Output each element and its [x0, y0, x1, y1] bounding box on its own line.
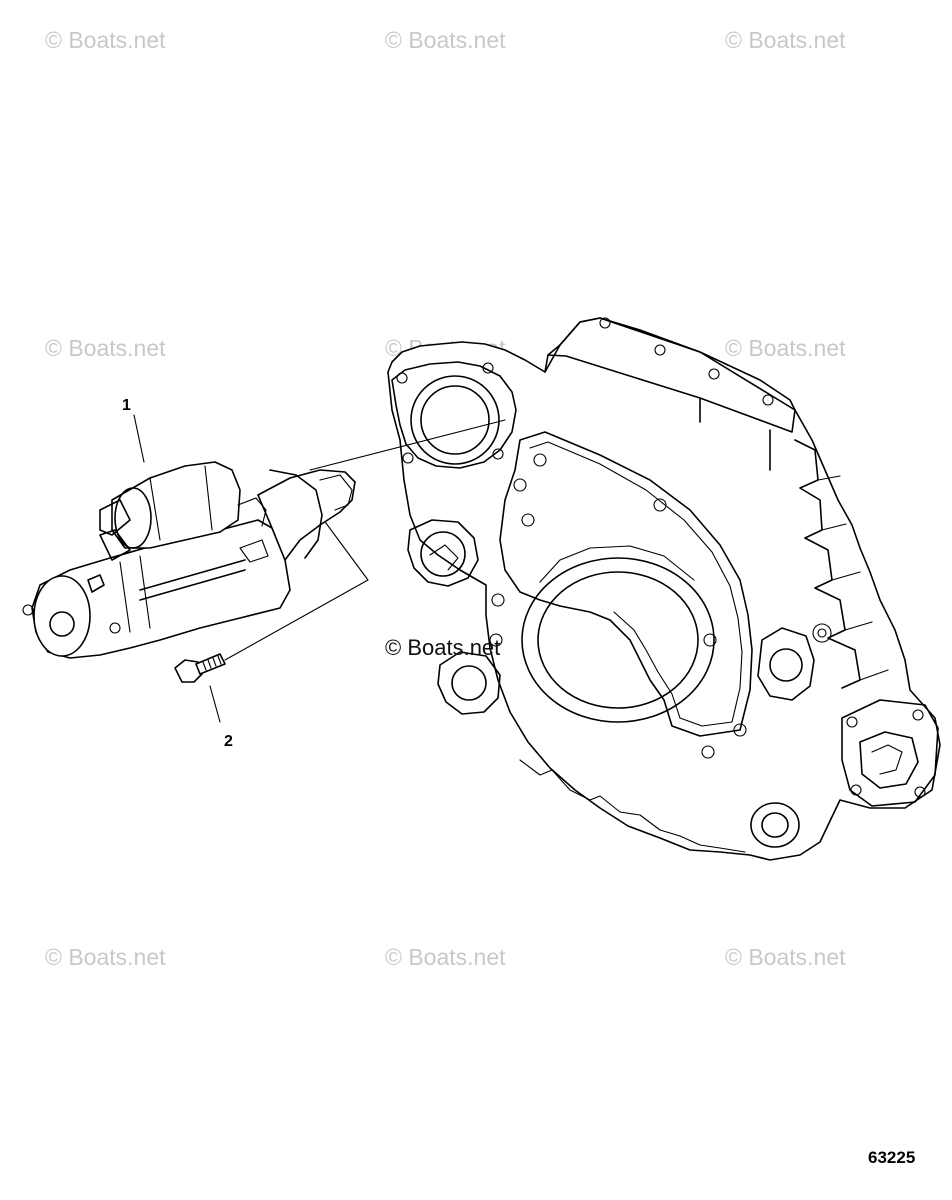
watermark: © Boats.net [725, 335, 846, 361]
callout-leader [209, 685, 221, 723]
watermark: © Boats.net [725, 27, 846, 53]
starter-motor [22, 461, 356, 659]
callout-2: 2 [224, 733, 233, 750]
watermark: © Boats.net [45, 27, 166, 53]
watermark: © Boats.net [385, 27, 506, 53]
watermark: © Boats.net [45, 335, 166, 361]
figure-number: 63225 [868, 1148, 915, 1167]
callout-leader [133, 414, 145, 463]
center-watermark: © Boats.net [385, 635, 500, 660]
callout-1: 1 [122, 397, 131, 414]
bolt [174, 653, 226, 683]
watermark: © Boats.net [385, 944, 506, 970]
watermark: © Boats.net [45, 944, 166, 970]
leader-line [224, 514, 369, 661]
watermark: © Boats.net [725, 944, 846, 970]
leader-line [309, 419, 506, 471]
flywheel-housing [387, 317, 941, 861]
